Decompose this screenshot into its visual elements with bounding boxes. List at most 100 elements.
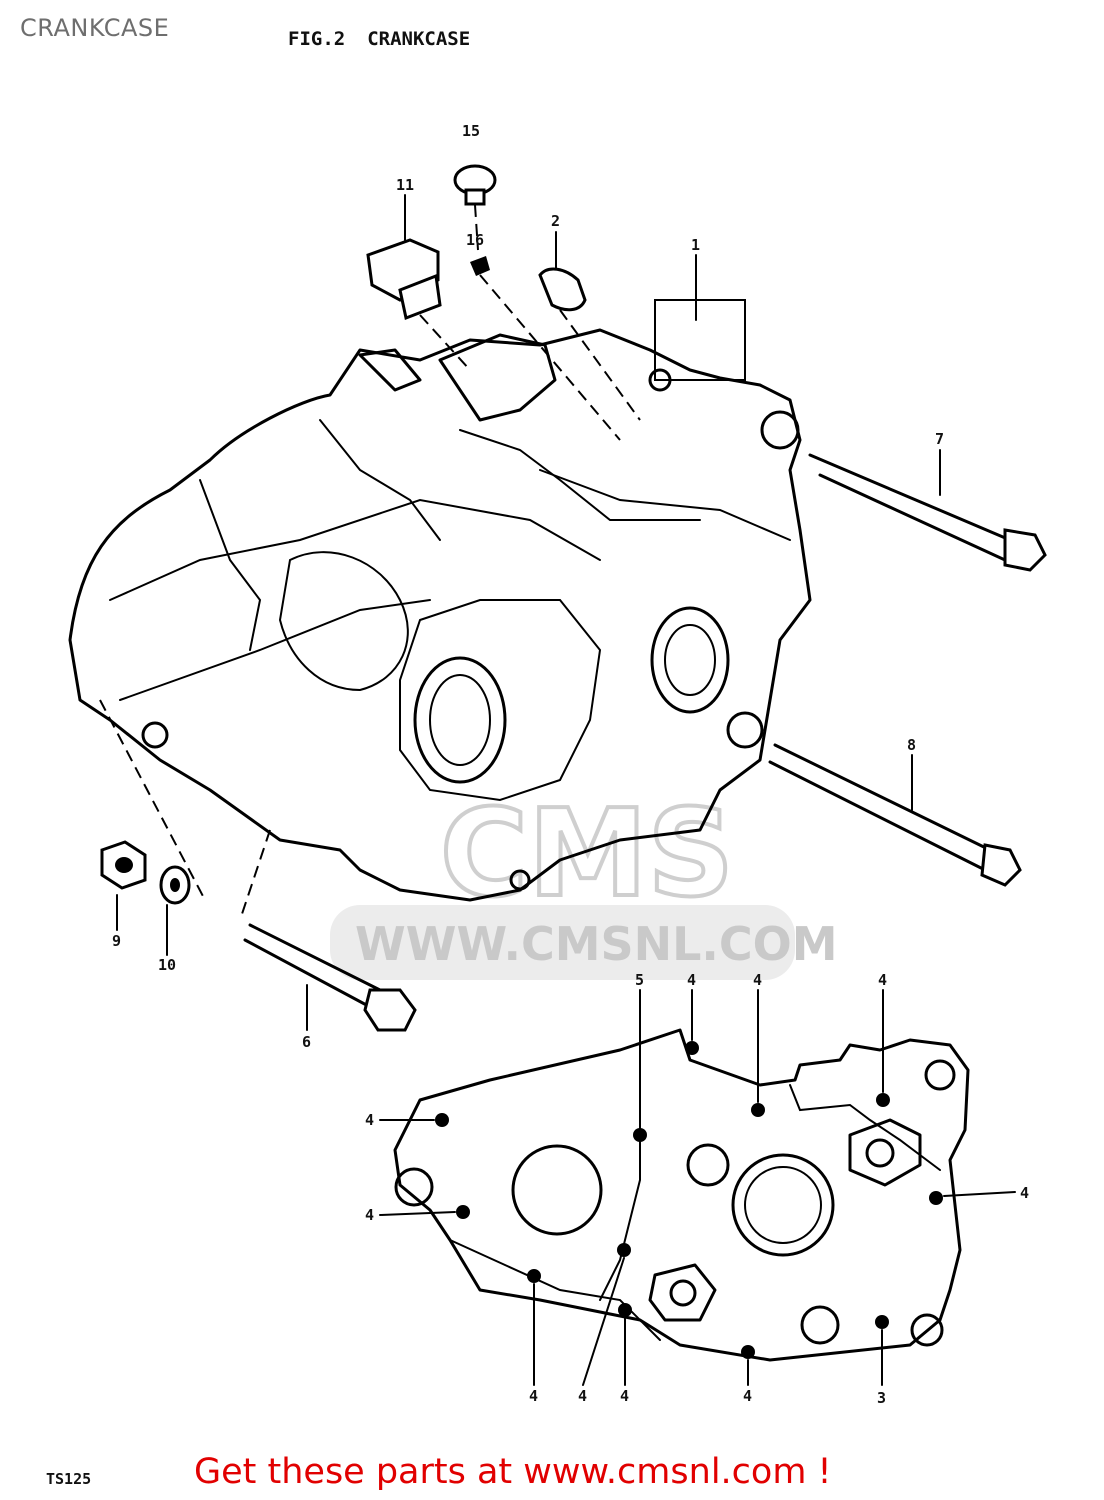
crankcase-rib-4	[539, 469, 791, 541]
bolt-7-head	[1003, 528, 1047, 572]
gasket-crank-bore	[731, 1153, 835, 1257]
screw-16-head	[470, 256, 490, 276]
callout-8: 8	[907, 736, 916, 754]
callout-10: 10	[158, 956, 176, 974]
leader-lines	[116, 194, 1016, 1386]
gasket-mount-hole-bottom	[910, 1313, 944, 1347]
plug-15-stem	[464, 188, 486, 206]
watermark-url: WWW.CMSNL.COM	[355, 917, 838, 971]
gasket-small-cover-hole	[669, 1279, 697, 1307]
bolt-hole-h	[527, 1269, 541, 1283]
bolt-6	[243, 923, 417, 1032]
bolt-hole-k	[741, 1345, 755, 1359]
callout-6: 6	[302, 1033, 311, 1051]
figure-label: FIG.2	[288, 28, 346, 50]
figure-title: FIG.2 CRANKCASE	[288, 28, 470, 50]
mount-boss-left	[141, 721, 169, 749]
callout-2: 2	[551, 212, 560, 230]
exploded-guide-lines	[99, 204, 641, 921]
crankcase-rib-1	[199, 479, 262, 651]
guide-11	[419, 314, 471, 371]
gasket-small-bore	[686, 1143, 730, 1187]
callout-7: 7	[935, 430, 944, 448]
watermark-banner	[330, 905, 795, 980]
gasket-cover-plate-hole	[865, 1138, 895, 1168]
mount-boss-bottom	[509, 869, 531, 891]
page-title: CRANKCASE	[20, 14, 170, 42]
bolt-7-shank	[808, 453, 1012, 542]
figure-name: CRANKCASE	[367, 28, 471, 50]
bolt-8-shank	[773, 743, 992, 852]
bolt-8-head	[980, 843, 1022, 887]
callout-11: 11	[396, 176, 414, 194]
watermark: CMS WWW.CMSNL.COM	[330, 783, 838, 980]
bolt-hole-i	[617, 1243, 631, 1257]
crankcase-lower-edge	[119, 599, 431, 701]
crankcase-cavity	[278, 551, 409, 692]
leader-4e	[379, 1211, 456, 1216]
callout-3a: 4	[1020, 1184, 1029, 1202]
bolt-6-head	[363, 988, 417, 1032]
guide-2	[559, 309, 641, 421]
crankcase-upper-assembly	[68, 299, 812, 902]
callout-3b: 3	[877, 1389, 886, 1407]
guide-16	[479, 274, 621, 441]
leader-3a	[943, 1191, 1016, 1197]
gasket-crank-bore-inner	[744, 1166, 822, 1244]
gasket-outline	[393, 1028, 970, 1362]
bolt-hole-a	[435, 1113, 449, 1127]
bolt-hole-c	[633, 1128, 647, 1142]
filler-cap-11-thread	[398, 273, 442, 321]
callout-5: 5	[635, 971, 644, 989]
callout-4i: 4	[743, 1387, 752, 1405]
guide-6	[239, 829, 271, 921]
filler-cap-11	[366, 238, 442, 321]
shaft-bearing-bore	[650, 606, 730, 714]
gasket-inner-line-2	[599, 1069, 641, 1301]
leader-4g	[582, 1257, 625, 1386]
callout-15: 15	[462, 122, 480, 140]
part-1-box	[654, 299, 746, 381]
callout-4g: 4	[578, 1387, 587, 1405]
bolt-6-shank	[248, 923, 382, 992]
crankcase-rib-3	[459, 429, 701, 521]
bolt-7	[808, 453, 1047, 572]
bolt-hole-d	[685, 1041, 699, 1055]
callout-4b: 4	[753, 971, 762, 989]
callout-4e: 4	[365, 1206, 374, 1224]
crank-bearing-bore	[413, 656, 507, 784]
callout-1: 1	[691, 236, 700, 254]
bolt-hole-e	[751, 1103, 765, 1117]
gasket-inner-line-3	[789, 1084, 941, 1171]
plug-15	[453, 164, 497, 206]
washer-10	[159, 865, 191, 905]
callout-16: 16	[466, 231, 484, 249]
bolt-hole-l	[875, 1315, 889, 1329]
guide-15	[474, 204, 479, 251]
nut-9	[100, 840, 147, 890]
screw-16	[470, 256, 490, 276]
gasket-locating-hole	[394, 1167, 434, 1207]
nut-9-hole	[115, 857, 133, 873]
bolt-8-shank-2	[768, 760, 987, 872]
crankcase-outline	[68, 328, 812, 902]
mount-boss-top-right	[760, 410, 800, 450]
gasket-main-bore	[511, 1144, 603, 1236]
get-parts-link[interactable]: Get these parts at www.cmsnl.com !	[194, 1452, 832, 1492]
crankcase-bearing-housing	[399, 599, 602, 802]
callout-4f: 4	[529, 1387, 538, 1405]
bolt-hole-b	[456, 1205, 470, 1219]
callout-4a: 4	[687, 971, 696, 989]
callout-4c: 4	[878, 971, 887, 989]
callout-4d: 4	[365, 1111, 374, 1129]
crankcase-joint-line	[109, 498, 601, 601]
shaft-bearing-inner	[664, 624, 716, 696]
gasket-mount-hole-top	[924, 1059, 956, 1091]
gasket-cover-plate	[848, 1118, 922, 1187]
oil-filler-boss	[438, 333, 557, 422]
crankcase-tab	[358, 348, 422, 392]
bolt-8	[768, 743, 1022, 887]
bolt-hole-j	[618, 1303, 632, 1317]
